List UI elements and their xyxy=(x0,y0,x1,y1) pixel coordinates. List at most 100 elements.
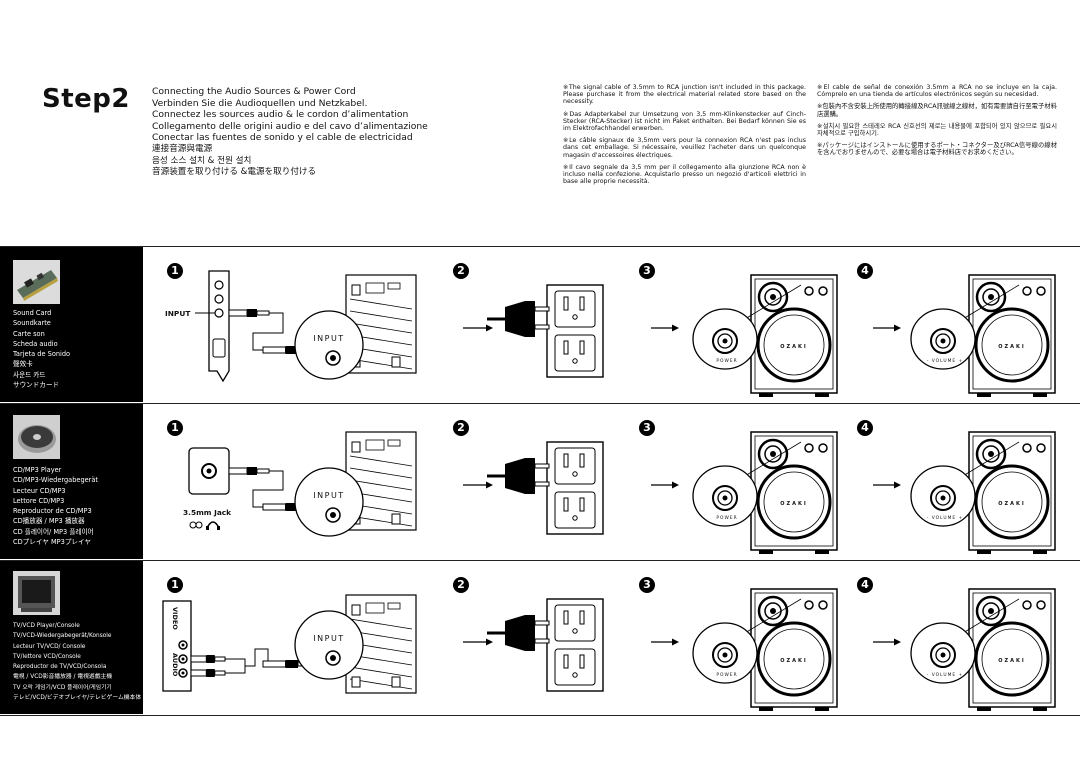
label-sound-card: Tarjeta de Sonido xyxy=(13,350,71,359)
arrow-icon xyxy=(486,638,493,646)
step-number-1: 1 xyxy=(167,263,183,279)
speaker-front: OZAKI xyxy=(968,431,1056,554)
label-tv-vcd: Reproductor de TV/VCD/Consola xyxy=(13,664,107,671)
headings-block: Connecting the Audio Sources & Power Cor… xyxy=(152,86,442,179)
knob-icon xyxy=(722,652,728,658)
step-number-2: 2 xyxy=(453,420,469,436)
jack-size-label: 3.5mm Jack xyxy=(183,508,232,517)
input-label: INPUT xyxy=(313,491,344,500)
brand-label: OZAKI xyxy=(780,344,807,350)
input-jack-zoom: INPUT xyxy=(294,610,364,680)
label-sound-card: 사운드 카드 xyxy=(13,370,46,379)
label-cd-player: CD/MP3-Wiedergabegerät xyxy=(13,476,99,485)
cd-player-jack xyxy=(188,447,230,495)
heading-ja: 音源装置を取り付ける &電源を取り付ける xyxy=(152,167,317,178)
step-number-1: 1 xyxy=(167,577,183,593)
label-tv-vcd: TV/lettore VCD/Console xyxy=(13,653,81,660)
speaker-front: OZAKI xyxy=(750,431,838,554)
input-jack-zoom: INPUT xyxy=(294,310,364,380)
step-number-2: 2 xyxy=(453,577,469,593)
arrow-icon xyxy=(894,324,901,332)
knob-icon xyxy=(722,495,728,501)
knob-icon xyxy=(722,338,728,344)
heading-fr: Connectez les sources audio & le cordon … xyxy=(152,109,409,121)
knob-icon xyxy=(940,338,946,344)
label-cd-player: CD/MP3 Player xyxy=(13,466,62,474)
label-tv-vcd: テレビ/VCD/ビデオプレイヤ/テレビゲーム機本体 xyxy=(13,695,142,702)
audio-label: AUDIO xyxy=(171,653,179,677)
knob-caption: POWER xyxy=(716,672,737,678)
label-tv-vcd: TV 오락 게임기/VCD 플레이어/게임기기 xyxy=(13,684,112,691)
heading-zh: 連接音源與電源 xyxy=(152,143,213,154)
knob-icon xyxy=(940,495,946,501)
step-number-1: 1 xyxy=(167,420,183,436)
sound-card-input-label: INPUT xyxy=(165,309,190,318)
label-sound-card: サウンドカード xyxy=(13,381,60,390)
arrow-icon xyxy=(894,481,901,489)
step-number-3: 3 xyxy=(639,577,655,593)
brand-label: OZAKI xyxy=(780,501,807,507)
knob-icon xyxy=(940,652,946,658)
step-number-3: 3 xyxy=(639,263,655,279)
input-label: INPUT xyxy=(313,634,344,643)
arrow-icon xyxy=(672,324,679,332)
brand-label: OZAKI xyxy=(998,658,1025,664)
sidebar-sound-card: Sound Card Soundkarte Carte son Scheda a… xyxy=(0,247,143,402)
power-plug xyxy=(487,458,550,494)
note-es: ※El cable de señal de conexión 3.5mm a R… xyxy=(817,84,1057,99)
divider-line xyxy=(0,560,1080,561)
label-tv-vcd: TV/VCD Player/Console xyxy=(13,623,80,629)
speaker-front: OZAKI xyxy=(750,274,838,397)
sound-card-image xyxy=(13,260,60,304)
audio-plug xyxy=(228,309,270,317)
divider-line xyxy=(0,403,1080,404)
brand-label: OZAKI xyxy=(998,344,1025,350)
input-jack-zoom: INPUT xyxy=(294,467,364,537)
label-sound-card: Scheda audio xyxy=(13,339,58,348)
volume-knob-zoom: - VOLUME + xyxy=(910,598,1020,684)
note-ko: ※설치시 필요한 스테레오 RCA 신호선의 제로는 내용물에 포함되어 있지 … xyxy=(817,122,1057,138)
step-number-2: 2 xyxy=(453,263,469,279)
label-cd-player: CD 플레이어/ MP3 플레이어 xyxy=(13,527,94,536)
arrow-icon xyxy=(486,324,493,332)
note-de: ※Das Adapterkabel zur Umsetzung von 3,5 … xyxy=(563,110,806,133)
arrow-icon xyxy=(672,481,679,489)
note-it: ※Il cavo segnale da 3,5 mm per il colleg… xyxy=(563,163,806,186)
power-knob-zoom: POWER xyxy=(692,284,802,370)
speaker-back-panel xyxy=(345,274,417,374)
knob-caption: - VOLUME + xyxy=(927,515,963,521)
step-number-4: 4 xyxy=(857,577,873,593)
brand-label: OZAKI xyxy=(780,658,807,664)
cd-player-image xyxy=(13,415,60,459)
heading-ko: 음성 소스 설치 & 전원 설치 xyxy=(152,155,252,166)
label-cd-player: CDプレイヤ MP3プレイヤ xyxy=(13,538,91,547)
step-number-4: 4 xyxy=(857,420,873,436)
audio-plug xyxy=(190,669,226,677)
step-number-3: 3 xyxy=(639,420,655,436)
volume-knob-zoom: - VOLUME + xyxy=(910,441,1020,527)
power-outlet xyxy=(546,284,604,378)
label-sound-card: 聲效卡 xyxy=(13,360,33,369)
heading-de: Verbinden Sie die Audioquellen und Netzk… xyxy=(152,97,368,109)
knob-caption: - VOLUME + xyxy=(927,358,963,364)
speaker-front: OZAKI xyxy=(968,274,1056,397)
tv-image xyxy=(13,571,60,615)
power-knob-zoom: POWER xyxy=(692,598,802,684)
heading-it: Collegamento delle origini audio e del c… xyxy=(152,120,428,132)
heading-en: Connecting the Audio Sources & Power Cor… xyxy=(152,86,356,97)
audio-plug xyxy=(190,655,226,663)
power-plug xyxy=(487,615,550,651)
sidebar-tv-vcd: TV/VCD Player/Console TV/VCD-Wiedergabeg… xyxy=(0,561,143,714)
notes-right: ※El cable de señal de conexión 3.5mm a R… xyxy=(817,84,1057,162)
arrow-icon xyxy=(894,638,901,646)
note-ja: ※パッケージにはインストールに使用するポート・コネクター及びRCA信号線の線材を… xyxy=(817,142,1057,157)
headphone-icon xyxy=(189,521,220,530)
arrow-icon xyxy=(486,481,493,489)
label-tv-vcd: 電視 / VCD影音播放器 / 電視遊戲主機 xyxy=(13,674,113,681)
speaker-front: OZAKI xyxy=(968,588,1056,711)
